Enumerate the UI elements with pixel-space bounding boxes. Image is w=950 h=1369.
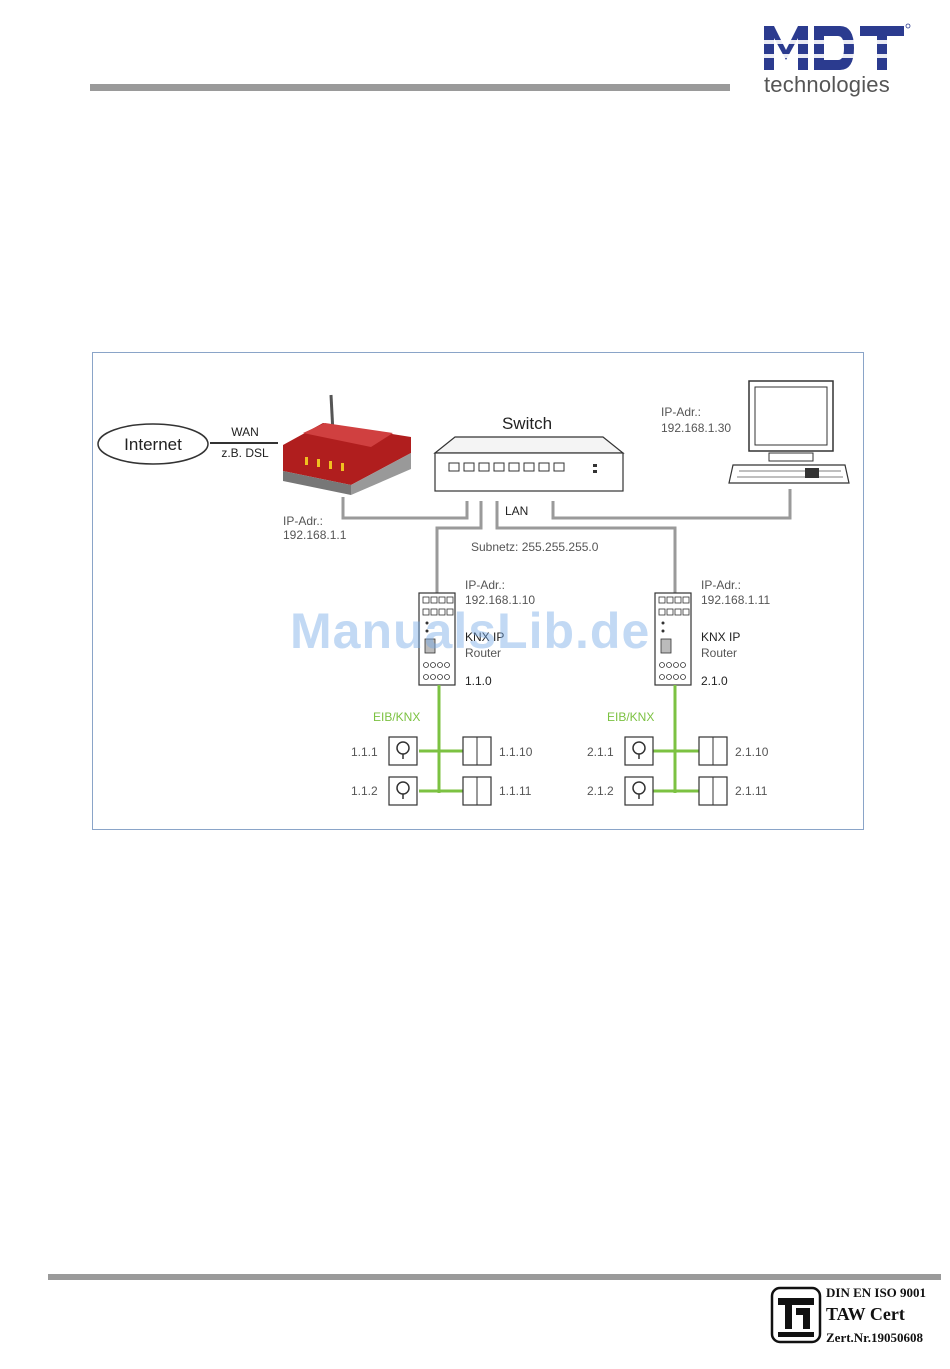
- mdt-logo: [764, 23, 911, 70]
- lamp-actuator-icon: [624, 736, 654, 806]
- knx-left-ip-label: IP-Adr.:: [465, 578, 505, 592]
- certification-seal-icon: [770, 1286, 822, 1344]
- footer-rule: [48, 1274, 941, 1280]
- bus-right-label: EIB/KNX: [607, 710, 654, 724]
- dev-left-lamp2: 1.1.2: [351, 784, 378, 798]
- pc-ip-label: IP-Adr.:: [661, 405, 701, 419]
- knx-right-name2: Router: [701, 646, 737, 660]
- pc-ip: 192.168.1.30: [661, 421, 731, 435]
- knx-right-addr: 2.1.0: [701, 674, 728, 688]
- network-diagram: Internet WAN z.B. DSL: [92, 352, 864, 830]
- knx-left-ip: 192.168.1.10: [465, 593, 535, 607]
- bus-left-label: EIB/KNX: [373, 710, 420, 724]
- router-ip: 192.168.1.1: [283, 528, 347, 542]
- header-rule: [90, 84, 730, 91]
- router-ip-label: IP-Adr.:: [283, 514, 323, 528]
- dev-left-sw1: 1.1.10: [499, 745, 533, 759]
- switch-label: Switch: [502, 414, 552, 433]
- knx-right-name1: KNX IP: [701, 630, 740, 644]
- knx-router-right-icon: [654, 592, 692, 686]
- knx-router-left-icon: [418, 592, 456, 686]
- cert-line1: DIN EN ISO 9001: [826, 1285, 927, 1300]
- router-icon: [283, 394, 411, 495]
- pushbutton-icon: [698, 736, 728, 806]
- knx-left-name2: Router: [465, 646, 501, 660]
- knx-left-addr: 1.1.0: [465, 674, 492, 688]
- dev-right-sw2: 2.1.11: [735, 784, 768, 798]
- lan-label: LAN: [505, 504, 528, 518]
- dev-right-lamp2: 2.1.2: [587, 784, 614, 798]
- cert-line3: Zert.Nr.19050608: [826, 1330, 924, 1345]
- knx-right-ip: 192.168.1.11: [701, 593, 771, 607]
- dev-right-lamp1: 2.1.1: [587, 745, 614, 759]
- dev-left-sw2: 1.1.11: [499, 784, 532, 798]
- cert-line2: TAW Cert: [826, 1304, 905, 1324]
- computer-icon: [728, 380, 850, 484]
- lamp-actuator-icon: [388, 736, 418, 806]
- switch-icon: [433, 436, 625, 492]
- knx-left-name1: KNX IP: [465, 630, 504, 644]
- internet-label: Internet: [124, 435, 182, 454]
- watermark: ManualsLib.de: [290, 603, 651, 659]
- knx-right-ip-label: IP-Adr.:: [701, 578, 741, 592]
- dsl-label: z.B. DSL: [221, 446, 269, 460]
- pushbutton-icon: [462, 736, 492, 806]
- dev-right-sw1: 2.1.10: [735, 745, 769, 759]
- wan-label: WAN: [231, 425, 259, 439]
- subnet-label: Subnetz: 255.255.255.0: [471, 540, 599, 554]
- dev-left-lamp1: 1.1.1: [351, 745, 378, 759]
- logo-subtitle: technologies: [764, 72, 890, 97]
- internet-cloud: [97, 423, 209, 465]
